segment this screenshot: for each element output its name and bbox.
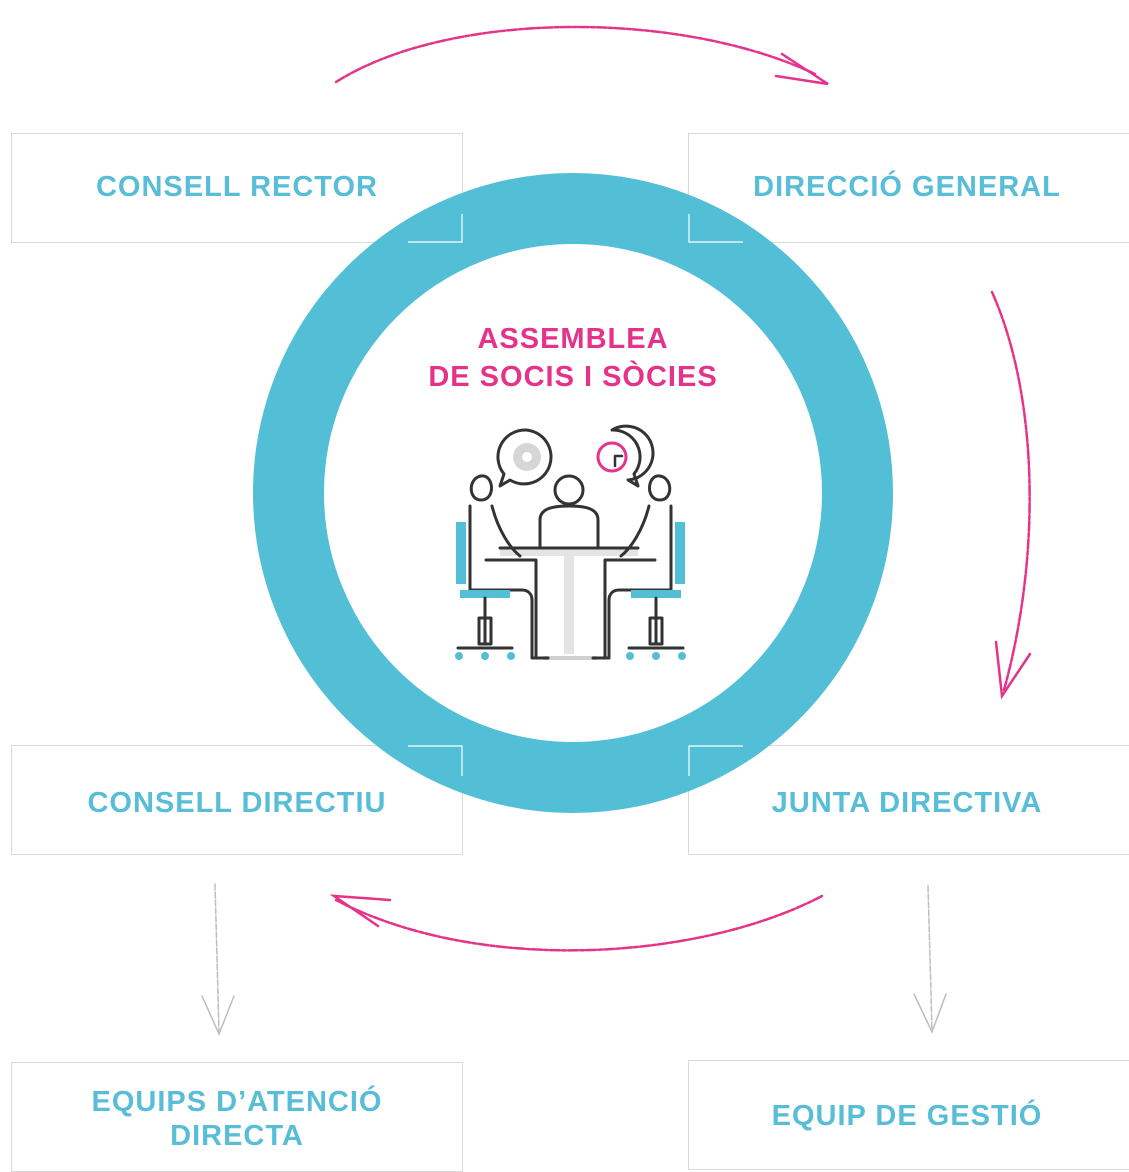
consell-rector-label: CONSELL RECTOR (95, 171, 378, 203)
consell-directiu-label: CONSELL DIRECTIU (87, 787, 387, 819)
right-down-arrow (927, 885, 933, 1031)
box-consell-directiu: CONSELL DIRECTIU (11, 745, 463, 855)
right-down-arrowhead (913, 993, 947, 1034)
cycle-arrows (329, 25, 1032, 952)
bottom-arrowhead (329, 894, 392, 928)
equip-gestio-label: EQUIP DE GESTIÓ (771, 1100, 1043, 1132)
equips-atencio-label-line2: DIRECTA (170, 1120, 304, 1152)
grey-down-arrows (201, 883, 947, 1036)
direccio-general-label: DIRECCIÓ GENERAL (753, 171, 1061, 203)
equips-atencio-label-line1: EQUIPS D’ATENCIÓ (91, 1086, 383, 1118)
top-arc-arrow (334, 25, 817, 84)
box-direccio-general: DIRECCIÓ GENERAL (688, 133, 1129, 243)
left-down-arrow (214, 883, 220, 1033)
assembly-title-line1: ASSEMBLEA (477, 323, 669, 355)
box-corner-brackets (408, 214, 743, 776)
box-equip-gestio: EQUIP DE GESTIÓ (688, 1060, 1129, 1170)
top-arrowhead (774, 52, 829, 86)
assembly-title-line2: DE SOCIS I SÒCIES (428, 361, 718, 393)
box-equips-atencio: EQUIPS D’ATENCIÓ DIRECTA (11, 1062, 463, 1172)
meeting-table-icon (455, 424, 686, 660)
right-arrowhead (994, 640, 1032, 700)
box-junta-directiva: JUNTA DIRECTIVA (688, 745, 1129, 855)
bottom-arc-arrow (334, 894, 824, 952)
box-consell-rector: CONSELL RECTOR (11, 133, 463, 243)
right-arc-arrow (990, 290, 1031, 692)
junta-directiva-label: JUNTA DIRECTIVA (771, 787, 1043, 819)
left-down-arrowhead (201, 995, 235, 1036)
